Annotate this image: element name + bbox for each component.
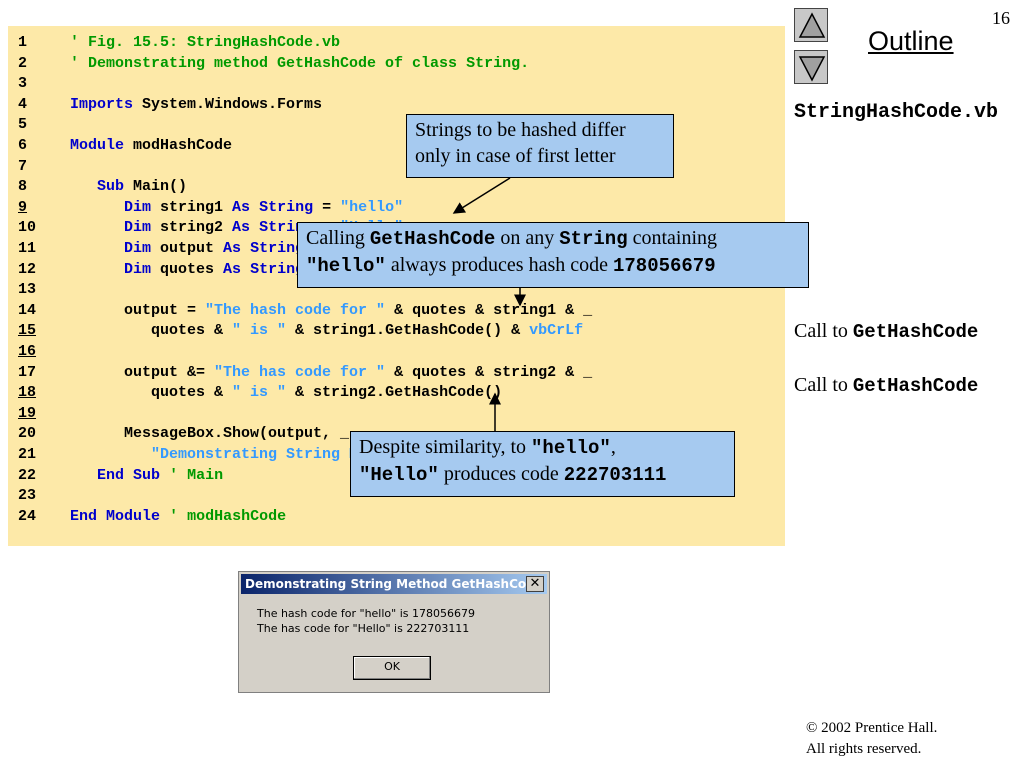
callout-text: containing bbox=[627, 227, 718, 249]
line-number: 3 bbox=[18, 75, 28, 93]
copyright-line: All rights reserved. bbox=[806, 741, 922, 757]
code-text: MessageBox.Show(output, _ bbox=[70, 425, 350, 443]
code-text: End Module ' modHashCode bbox=[70, 507, 287, 525]
line-number: 8 bbox=[18, 178, 28, 196]
callout-code: GetHashCode bbox=[369, 228, 496, 250]
code-text: quotes & " is " & string1.GetHashCode() … bbox=[70, 322, 584, 340]
line-number: 12 bbox=[18, 260, 37, 278]
code-text: ' Fig. 15.5: StringHashCode.vb bbox=[70, 34, 341, 51]
line-number: 21 bbox=[18, 446, 37, 463]
dialog-title: Demonstrating String Method GetHashCode bbox=[241, 574, 547, 594]
line-number: 15 bbox=[18, 322, 37, 340]
code-text: Imports System.Windows.Forms bbox=[70, 95, 323, 113]
code-text: output &= "The has code for " & quotes &… bbox=[70, 363, 593, 381]
side-note-code: GetHashCode bbox=[852, 321, 979, 343]
line-number: 22 bbox=[18, 466, 37, 484]
dialog-message-line: The has code for "Hello" is 222703111 bbox=[257, 622, 470, 635]
callout-text: always produces hash code bbox=[385, 254, 613, 276]
callout-hello-hash: Calling GetHashCode on any String contai… bbox=[297, 222, 809, 288]
callout-text: Despite similarity, to bbox=[359, 436, 532, 458]
callout-code: "Hello" bbox=[359, 464, 439, 486]
code-text: ' Demonstrating method GetHashCode of cl… bbox=[70, 54, 530, 72]
code-text: Sub Main() bbox=[97, 178, 188, 196]
line-number: 2 bbox=[18, 54, 28, 72]
callout-text: , bbox=[610, 436, 616, 458]
message-box-window: Demonstrating String Method GetHashCode … bbox=[238, 571, 550, 693]
callout-code: "hello" bbox=[306, 255, 386, 277]
side-note-text: Call to bbox=[794, 374, 853, 396]
outline-down-button[interactable] bbox=[794, 50, 828, 84]
page-number: 16 bbox=[992, 8, 1010, 28]
line-number: 7 bbox=[18, 157, 28, 175]
code-text: Dim string1 As String = "hello" bbox=[124, 198, 404, 216]
line-number: 9 bbox=[18, 198, 28, 216]
line-number: 10 bbox=[18, 219, 37, 237]
line-number: 19 bbox=[18, 404, 37, 422]
line-number: 18 bbox=[18, 384, 37, 402]
copyright-line: © 2002 Prentice Hall. bbox=[806, 720, 938, 736]
line-number: 20 bbox=[18, 425, 37, 443]
side-note-gethashcode: Call to GetHashCode bbox=[794, 320, 978, 343]
callout-text: Strings to be hashed differ only in case… bbox=[415, 119, 626, 167]
line-number: 5 bbox=[18, 116, 28, 134]
callout-code: 222703111 bbox=[563, 464, 667, 486]
callout-code: String bbox=[559, 228, 628, 250]
code-text: Dim output As String bbox=[124, 240, 305, 257]
side-note-code: GetHashCode bbox=[852, 375, 979, 397]
outline-up-button[interactable] bbox=[794, 8, 828, 42]
line-number: 4 bbox=[18, 95, 28, 113]
line-number: 16 bbox=[18, 343, 37, 360]
line-number: 17 bbox=[18, 363, 37, 381]
code-text: output = "The hash code for " & quotes &… bbox=[70, 301, 593, 319]
callout-code: 178056679 bbox=[612, 255, 716, 277]
close-icon[interactable]: ✕ bbox=[526, 576, 544, 592]
triangle-up-icon bbox=[798, 12, 826, 38]
code-text: End Sub ' Main bbox=[97, 466, 224, 484]
line-number: 11 bbox=[18, 240, 37, 257]
callout-code: "hello" bbox=[531, 437, 611, 459]
line-number: 1 bbox=[18, 34, 28, 51]
callout-hello-capital: Despite similarity, to "hello", "Hello" p… bbox=[350, 431, 735, 497]
copyright: © 2002 Prentice Hall. All rights reserve… bbox=[806, 718, 937, 760]
side-note-text: Call to bbox=[794, 320, 853, 342]
line-number: 24 bbox=[18, 507, 37, 525]
callout-text: Calling bbox=[306, 227, 370, 249]
line-number: 6 bbox=[18, 137, 28, 154]
triangle-down-icon bbox=[798, 56, 826, 82]
outline-title[interactable]: Outline bbox=[868, 26, 954, 56]
dialog-message-line: The hash code for "hello" is 178056679 bbox=[257, 607, 475, 620]
callout-text: on any bbox=[495, 227, 560, 249]
callout-text: produces code bbox=[438, 463, 564, 485]
file-name: StringHashCode.vb bbox=[794, 101, 999, 124]
code-text: quotes & " is " & string2.GetHashCode() bbox=[70, 384, 503, 402]
line-number: 13 bbox=[18, 281, 37, 299]
line-number: 14 bbox=[18, 301, 37, 319]
code-text: Module modHashCode bbox=[70, 137, 233, 154]
ok-button[interactable]: OK bbox=[353, 656, 431, 680]
line-number: 23 bbox=[18, 487, 37, 505]
side-note-gethashcode: Call to GetHashCode bbox=[794, 374, 978, 397]
callout-strings-differ: Strings to be hashed differ only in case… bbox=[406, 114, 674, 178]
